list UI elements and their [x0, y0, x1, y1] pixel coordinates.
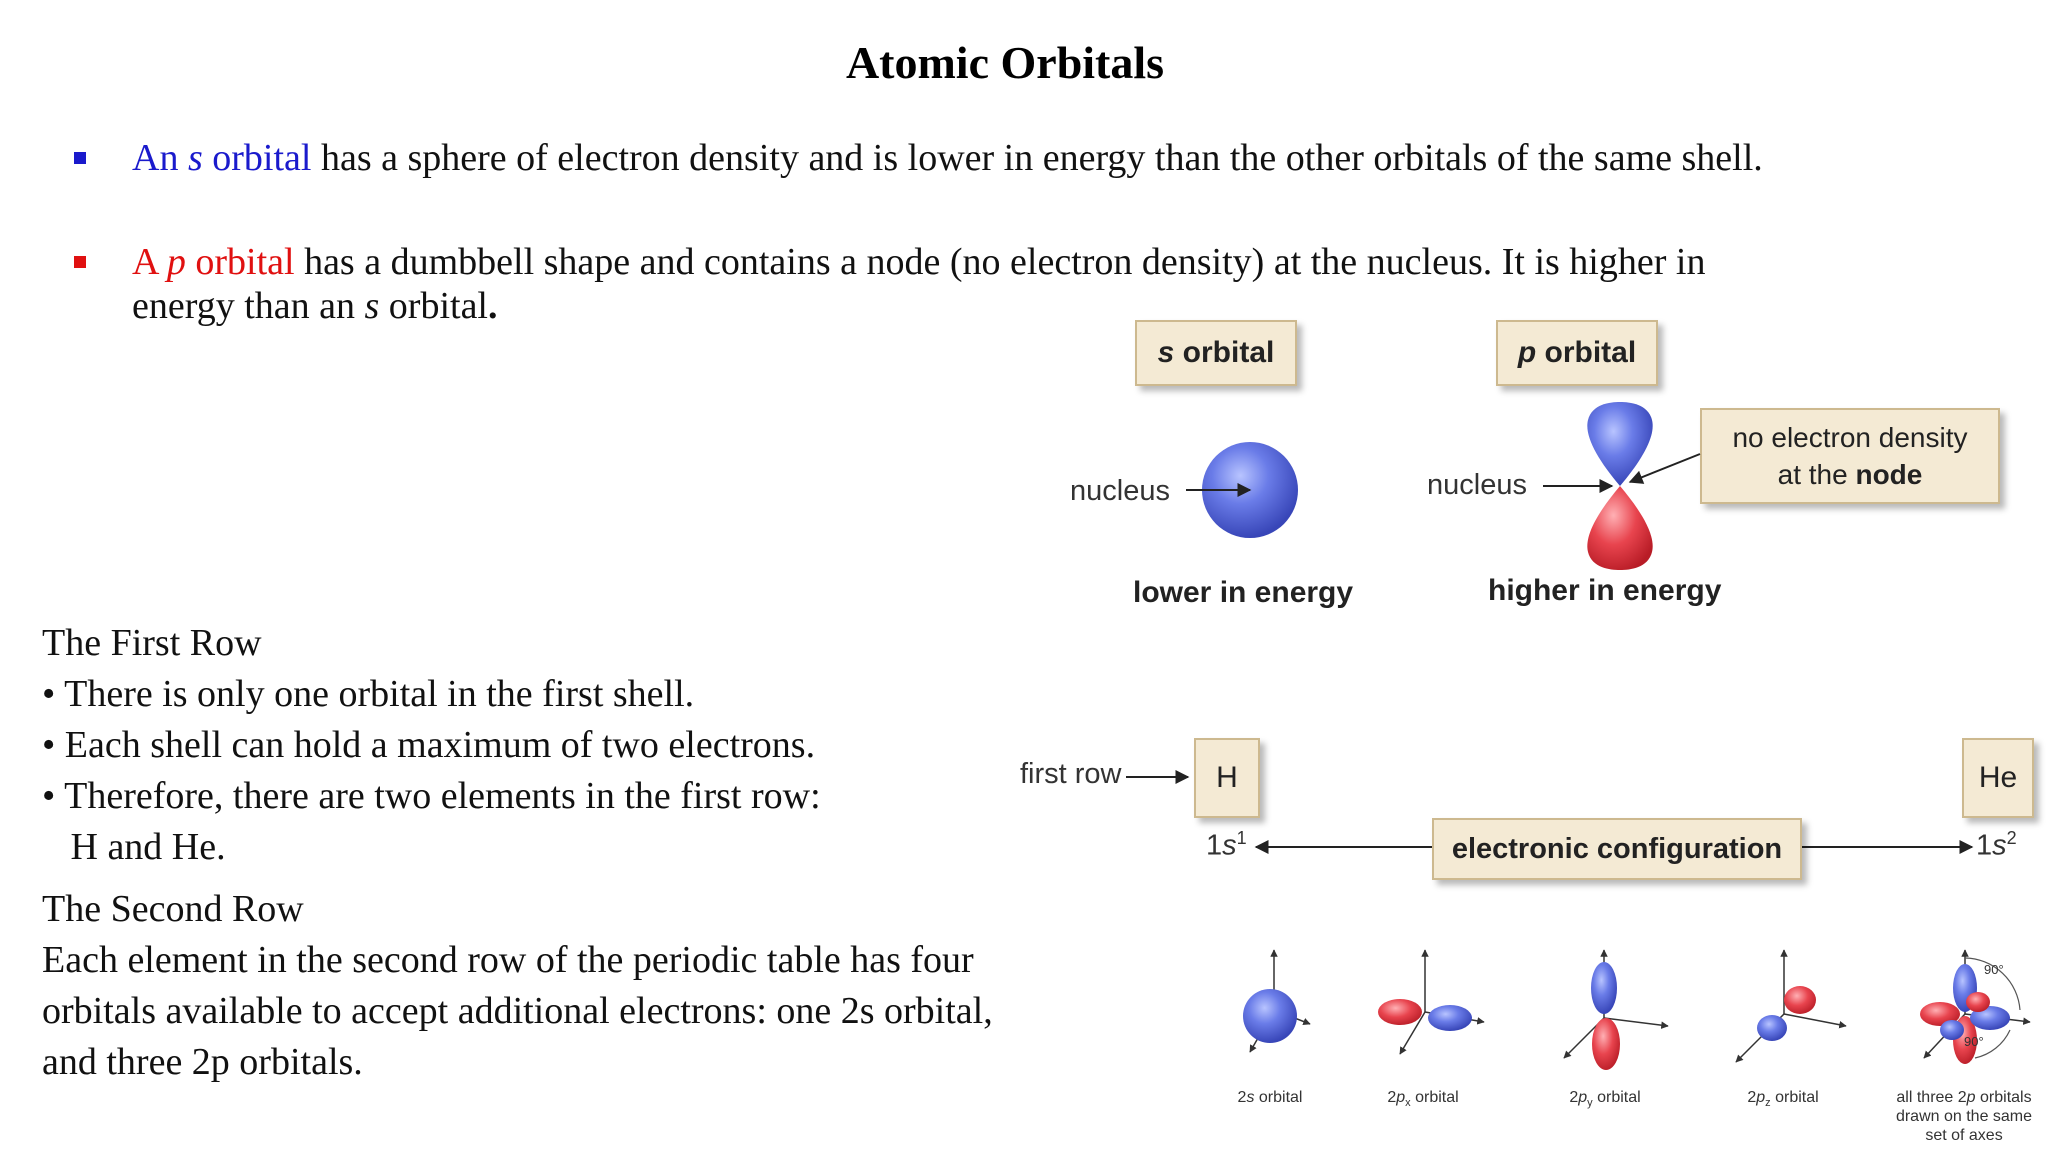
all-2p-orbitals-diagram-icon — [1920, 949, 2031, 1064]
second-row-line: Each element in the second row of the pe… — [42, 939, 974, 981]
electronic-configuration-box: electronic configuration — [1432, 818, 1802, 880]
first-row-section: The First Row • There is only one orbita… — [42, 618, 821, 873]
second-row-line: orbitals available to accept additional … — [42, 990, 993, 1032]
bullet-p-text: has a dumbbell shape and contains a node… — [294, 241, 1706, 283]
first-row-item: • Each shell can hold a maximum of two e… — [42, 724, 816, 766]
2pz-orbital-diagram-icon — [1735, 949, 1847, 1063]
bullet-s-text: has a sphere of electron density and is … — [311, 137, 1763, 179]
bullet-square-icon — [74, 152, 86, 164]
first-row-label: first row — [1020, 758, 1122, 790]
first-row-item: H and He. — [42, 826, 226, 868]
hydrogen-box: H — [1194, 738, 1260, 818]
nucleus-label-p: nucleus — [1427, 469, 1527, 501]
p-orbital-term: A p orbital — [132, 241, 295, 283]
he-electron-config: 1s2 — [1976, 828, 2017, 862]
all-2p-orbitals-label: all three 2p orbitals drawn on the same … — [1895, 1089, 2033, 1144]
p-orbital-lobe-top-icon — [1587, 402, 1653, 486]
2py-orbital-diagram-icon — [1563, 949, 1669, 1070]
s-orbital-box: s orbital — [1135, 320, 1297, 386]
p-orbital-lobe-bottom-icon — [1587, 486, 1653, 570]
second-row-heading: The Second Row — [42, 888, 304, 930]
node-arrow — [1628, 453, 1701, 484]
second-row-section: The Second Row Each element in the secon… — [42, 884, 993, 1088]
2px-orbital-label: 2px orbital — [1387, 1089, 1459, 1110]
2px-orbital-diagram-icon — [1378, 949, 1485, 1055]
nucleus-label-s: nucleus — [1070, 475, 1170, 507]
higher-energy-label: higher in energy — [1488, 574, 1722, 607]
first-row-heading: The First Row — [42, 622, 262, 664]
second-row-line: and three 2p orbitals. — [42, 1041, 363, 1083]
s-orbital-term: An s orbital — [132, 137, 312, 179]
node-callout-box: no electron density at the node — [1700, 408, 2000, 504]
2s-orbital-label: 2s orbital — [1237, 1089, 1303, 1106]
helium-box: He — [1962, 738, 2034, 818]
page-title: Atomic Orbitals — [845, 37, 1165, 88]
first-row-item: • Therefore, there are two elements in t… — [42, 775, 821, 817]
2pz-orbital-label: 2pz orbital — [1747, 1089, 1819, 1110]
bullet-square-icon — [74, 256, 86, 268]
angle-label-top: 90° — [1984, 962, 2004, 977]
bullet-p-text-line2: energy than an s orbital. — [132, 285, 498, 327]
2py-orbital-label: 2py orbital — [1569, 1089, 1641, 1110]
angle-label-bottom: 90° — [1964, 1034, 1984, 1049]
2s-orbital-diagram-icon — [1243, 949, 1311, 1053]
first-row-item: • There is only one orbital in the first… — [42, 673, 695, 715]
lower-energy-label: lower in energy — [1133, 576, 1354, 609]
p-orbital-box: p orbital — [1496, 320, 1658, 386]
h-electron-config: 1s1 — [1206, 828, 1247, 862]
